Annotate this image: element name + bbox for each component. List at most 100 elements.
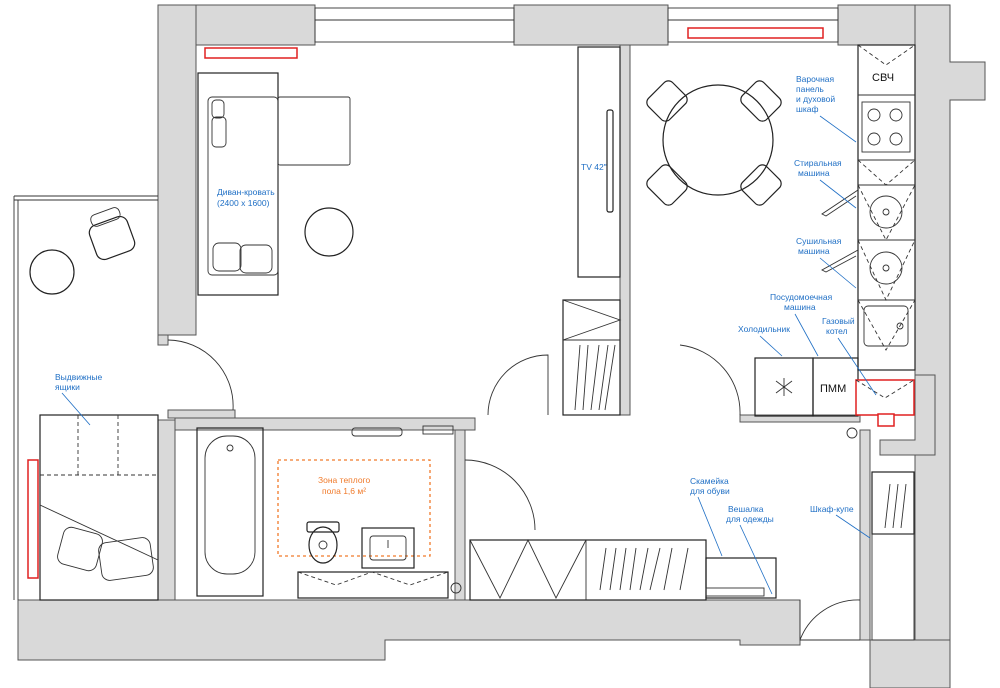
bathtub-drain — [226, 444, 234, 452]
pillow-2 — [98, 537, 154, 581]
boiler-leader — [837, 337, 877, 396]
corridor-hanger-7 — [663, 547, 673, 591]
kc-dash-bottom — [857, 299, 916, 351]
kitchen-column — [857, 44, 916, 371]
window-living — [314, 7, 515, 43]
sofa-bed-label: Диван-кровать — [217, 187, 275, 197]
corridor-cab-zig — [469, 538, 587, 600]
sofa-bed-size: (2400 x 1600) — [217, 198, 270, 208]
bench-label-2: для обуви — [690, 486, 730, 496]
washer-leader — [819, 179, 857, 209]
burner-2 — [889, 108, 903, 122]
chair-2 — [740, 80, 782, 122]
bedroom: Выдвижные ящики — [39, 339, 234, 601]
drawers-label-1: Выдвижные — [55, 372, 102, 382]
kc-dash-mid — [857, 159, 916, 186]
hanger-label-1: Вешалка — [728, 504, 764, 514]
wardrobe-leader — [835, 514, 871, 539]
balcony-armchair — [88, 215, 136, 261]
sofa-cushion-1 — [211, 116, 227, 148]
hanger-2 — [582, 344, 589, 411]
towel-rail — [351, 427, 403, 437]
bed-frame — [39, 414, 159, 601]
toilet-bowl — [308, 526, 338, 564]
boiler-flue — [877, 413, 895, 427]
wall-bath-top — [174, 417, 476, 431]
dryer-dash — [857, 239, 916, 302]
dishwasher-short-label: ПММ — [820, 383, 846, 395]
washer-core — [882, 208, 890, 216]
kitchen-door — [679, 344, 741, 416]
radiator-bedroom — [27, 459, 39, 579]
burner-3 — [867, 132, 881, 146]
bench-leader — [697, 496, 723, 557]
sink-counter — [361, 527, 415, 569]
dryer-core — [882, 264, 890, 272]
bath-drain — [450, 582, 462, 594]
hob-label-3: и духовой — [796, 94, 835, 104]
entry-wardrobe-h1 — [884, 483, 891, 529]
chair-3 — [646, 164, 688, 206]
pouf-living — [304, 207, 354, 257]
fridge-leader — [759, 335, 783, 357]
chair-4 — [740, 164, 782, 206]
warm-floor-label-1: Зона теплого — [318, 475, 370, 485]
microwave-label: СВЧ — [872, 72, 894, 84]
dryer-label-1: Сушильная — [796, 236, 842, 246]
corridor-hanger-2 — [609, 547, 617, 591]
balcony-table — [29, 249, 75, 295]
wall-living-kitchen — [619, 44, 631, 416]
washer-label-2: машина — [798, 168, 830, 178]
warm-floor-label-2: пола 1,6 м² — [322, 486, 366, 496]
hanger-4 — [598, 344, 609, 411]
hanger-5 — [604, 344, 616, 411]
wall-bottom — [17, 599, 801, 661]
dryer-label-2: машина — [798, 246, 830, 256]
corridor-cabinet — [469, 539, 707, 601]
hanger-label-2: для одежды — [726, 514, 774, 524]
living-room: Диван-кровать (2400 x 1600) TV 42" — [197, 46, 622, 416]
warm-floor-zone — [277, 459, 431, 557]
bathtub-inner — [204, 435, 256, 575]
sofa-cushion-4 — [239, 244, 273, 274]
dining-table — [662, 84, 774, 196]
sofa-seat — [207, 96, 279, 276]
boiler-dash — [855, 379, 915, 399]
kc-dash-top — [857, 44, 916, 66]
washer-drum — [869, 195, 903, 229]
bathroom-door — [464, 459, 536, 531]
corridor-hanger-5 — [639, 547, 649, 591]
pillow-1 — [57, 526, 103, 572]
dryer-drum — [869, 251, 903, 285]
toilet-tank — [306, 521, 340, 533]
tv-label: TV 42" — [581, 162, 607, 172]
radiator-living — [204, 47, 298, 59]
tv-panel — [606, 109, 614, 213]
washer-dash — [857, 184, 916, 241]
bathtub-outer — [196, 427, 264, 597]
dishwasher-leader — [794, 313, 819, 357]
bench-label-1: Скамейка — [690, 476, 729, 486]
vanity-doors — [297, 571, 449, 586]
radiators — [27, 27, 824, 579]
boiler-label-2: котел — [826, 326, 848, 336]
sofa-bed-frame — [197, 72, 279, 296]
washer-label-1: Стиральная — [794, 158, 842, 168]
corridor-hanger-3 — [619, 547, 627, 591]
sofa-cushion-3 — [212, 242, 242, 272]
corridor-hanger-4 — [629, 547, 637, 591]
hanger-leader — [739, 524, 773, 595]
balcony-armchair-back — [90, 207, 121, 227]
boiler-label-1: Газовый — [822, 316, 855, 326]
wall-left-living — [157, 4, 197, 336]
wall-bottom-right — [869, 639, 951, 688]
chair-1 — [646, 80, 688, 122]
wardrobe-label: Шкаф-купе — [810, 504, 854, 514]
bedroom-door — [167, 339, 234, 411]
bath-shelf — [422, 425, 454, 435]
drawers-label-2: ящики — [55, 382, 80, 392]
wall-kitchen-bottom — [739, 414, 861, 423]
wall-right — [914, 4, 986, 688]
wall-balcony-bottom — [157, 334, 169, 346]
